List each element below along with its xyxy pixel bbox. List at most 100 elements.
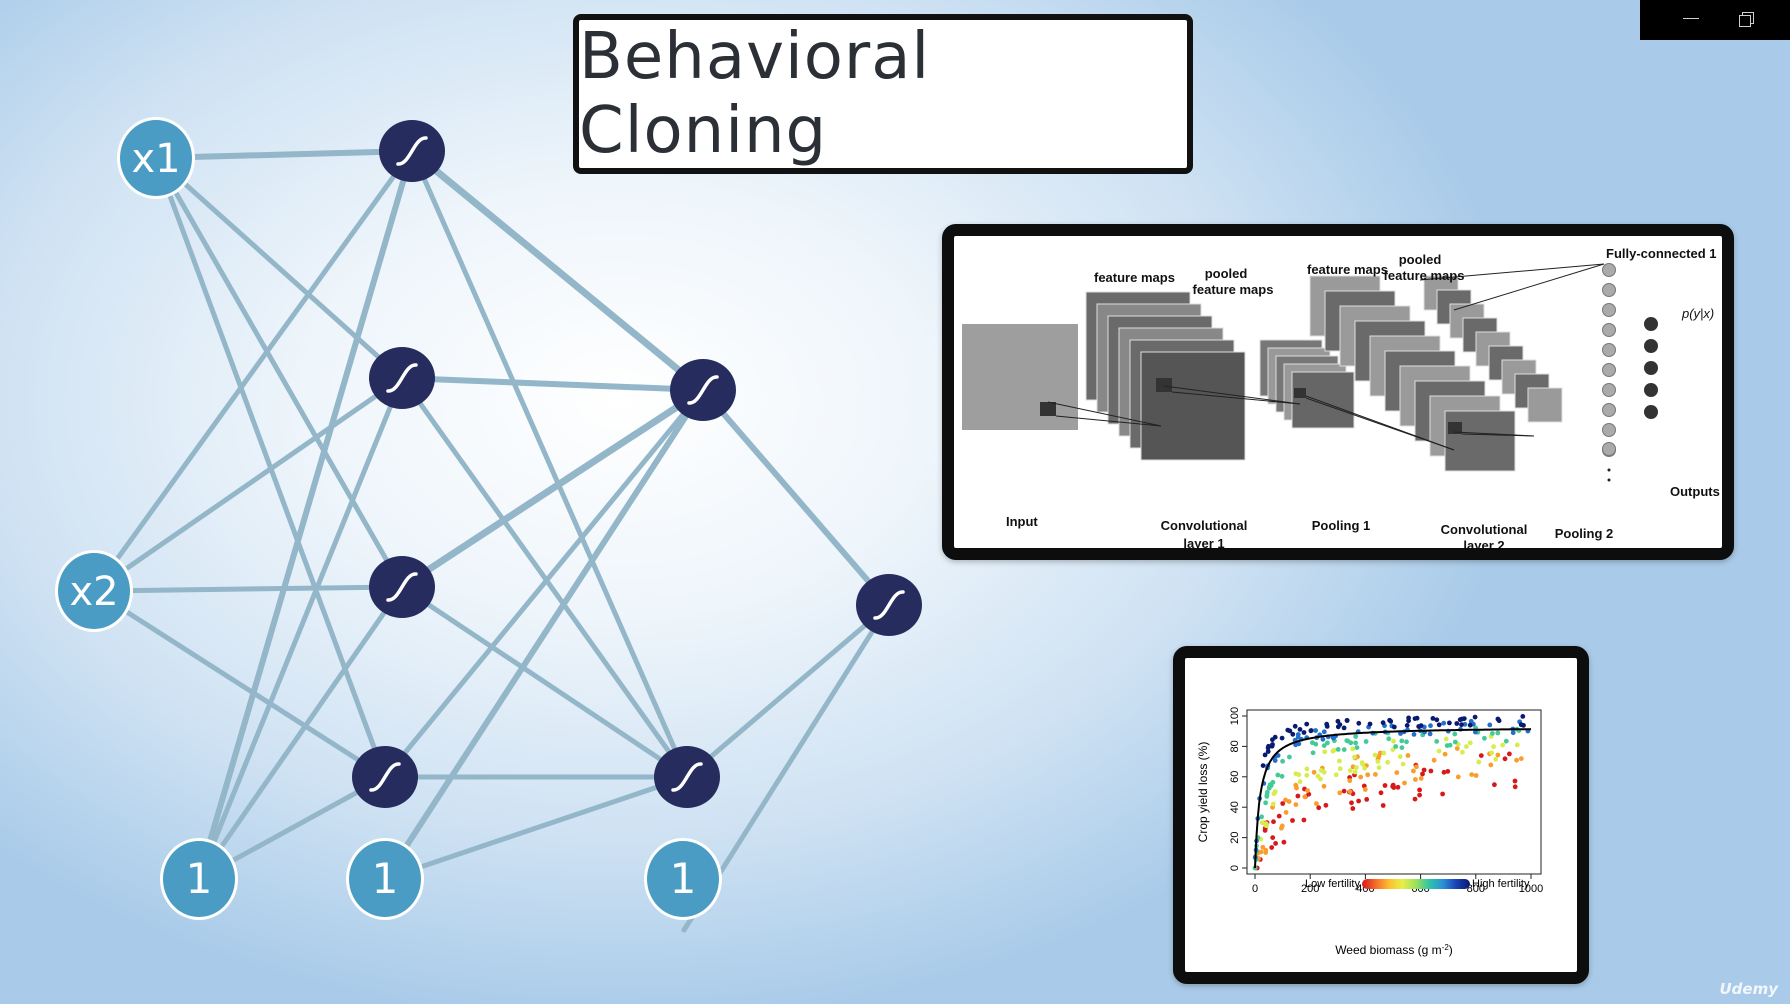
cnn-kernel	[1294, 388, 1306, 398]
scatter-point	[1492, 782, 1497, 788]
scatter-point	[1391, 738, 1396, 744]
scatter-point	[1335, 747, 1341, 752]
y-tick-label: 80	[1229, 740, 1241, 752]
cnn-connector	[1171, 391, 1301, 405]
scatter-point	[1411, 732, 1417, 737]
restore-icon[interactable]	[1724, 0, 1774, 40]
scatter-point	[1270, 835, 1276, 840]
input-node-x2: x2	[55, 550, 133, 632]
scatter-point	[1281, 839, 1287, 845]
scatter-point	[1406, 715, 1411, 721]
scatter-point	[1378, 750, 1383, 756]
scatter-point	[1272, 790, 1278, 796]
scatter-point	[1359, 760, 1365, 765]
x-axis-label: Weed biomass (g m-2)	[1335, 943, 1453, 958]
neural-network-diagram: x1 x2 1 1 1	[55, 117, 922, 933]
scatter-point	[1362, 765, 1367, 771]
scatter-point	[1442, 751, 1448, 757]
scatter-point	[1373, 772, 1378, 777]
scatter-point	[1347, 789, 1353, 794]
network-edge	[382, 774, 690, 882]
network-edge	[398, 386, 707, 591]
input-node-x1: x1	[117, 117, 195, 199]
cnn-label-outputs: Outputs	[1670, 484, 1720, 499]
scatter-point	[1412, 716, 1418, 721]
scatter-point	[1469, 772, 1475, 777]
x-tick-label: 1000	[1519, 883, 1543, 895]
scatter-point	[1314, 801, 1319, 806]
scatter-point	[1262, 752, 1268, 758]
scatter-point	[1275, 772, 1281, 778]
scatter-point	[1321, 729, 1327, 735]
bias-node-2: 1	[346, 838, 424, 920]
x-axis-label-text: Weed biomass (g m	[1335, 943, 1441, 957]
scatter-point	[1325, 740, 1330, 746]
network-edge	[153, 155, 405, 590]
scatter-point	[1436, 722, 1442, 728]
scatter-point	[1375, 759, 1381, 764]
sigmoid-icon	[386, 572, 418, 602]
cnn-connector	[1163, 385, 1301, 405]
scatter-point	[1395, 784, 1401, 790]
udemy-watermark: Udemy	[1719, 980, 1779, 998]
network-edge	[409, 148, 690, 780]
cnn-connector	[1453, 263, 1605, 311]
scatter-point	[1358, 774, 1364, 780]
scatter-point	[1293, 802, 1299, 807]
network-edge	[196, 148, 415, 882]
scatter-point	[1260, 844, 1266, 850]
scatter-point	[1502, 756, 1508, 762]
scatter-point	[1428, 768, 1434, 774]
scatter-point	[1507, 751, 1512, 757]
scatter-point	[1417, 792, 1422, 798]
scatter-point	[1436, 748, 1442, 754]
scatter-point	[1491, 744, 1496, 750]
scatter-point	[1405, 753, 1411, 758]
scatter-point	[1427, 731, 1433, 737]
scatter-point	[1264, 789, 1270, 795]
scatter-point	[1301, 730, 1307, 735]
scatter-point	[1290, 731, 1296, 737]
scatter-point	[1520, 714, 1526, 719]
scatter-point	[1352, 754, 1357, 760]
scatter-point	[1510, 730, 1516, 736]
scatter-point	[1259, 814, 1264, 820]
scatter-point	[1348, 740, 1354, 746]
cnn-label-conv1-b: layer 1	[1183, 536, 1224, 548]
cnn-connector	[1305, 397, 1455, 451]
scatter-point	[1356, 798, 1361, 804]
scatter-point	[1489, 750, 1494, 756]
scatter-point	[1271, 819, 1276, 825]
scatter-point	[1495, 730, 1501, 736]
output-neuron	[1644, 405, 1658, 419]
neuron-h11	[379, 120, 445, 182]
cnn-label-conv1-a: Convolutional	[1161, 518, 1248, 533]
minimize-icon[interactable]	[1668, 0, 1718, 40]
scatter-point	[1460, 749, 1465, 755]
scatter-point	[1440, 791, 1445, 797]
scatter-point	[1318, 768, 1324, 773]
node-label: 1	[670, 854, 697, 903]
sigmoid-icon	[873, 590, 905, 620]
scatter-point	[1269, 743, 1275, 749]
scatter-point	[1399, 745, 1405, 750]
scatter-point	[1301, 817, 1307, 823]
cnn-diagram: Input feature maps pooled feature maps f…	[962, 246, 1720, 548]
bias-node-1: 1	[160, 838, 238, 920]
scatter-point	[1478, 753, 1484, 758]
node-label: x1	[131, 136, 180, 182]
scatter-point	[1397, 754, 1403, 759]
scatter-point	[1467, 722, 1473, 728]
scatter-point	[1279, 735, 1285, 741]
scatter-point	[1457, 717, 1463, 723]
scatter-point	[1354, 745, 1360, 750]
scatter-point	[1347, 778, 1353, 784]
network-edge	[399, 584, 690, 780]
cnn-label-fully-connected: Fully-connected 1	[1606, 246, 1717, 261]
scatter-point	[1454, 746, 1460, 751]
scatter-point	[1296, 772, 1302, 778]
scatter-point	[1404, 723, 1410, 728]
scatter-point	[1386, 736, 1392, 742]
cnn-label-pooling-2: Pooling 2	[1555, 526, 1614, 541]
